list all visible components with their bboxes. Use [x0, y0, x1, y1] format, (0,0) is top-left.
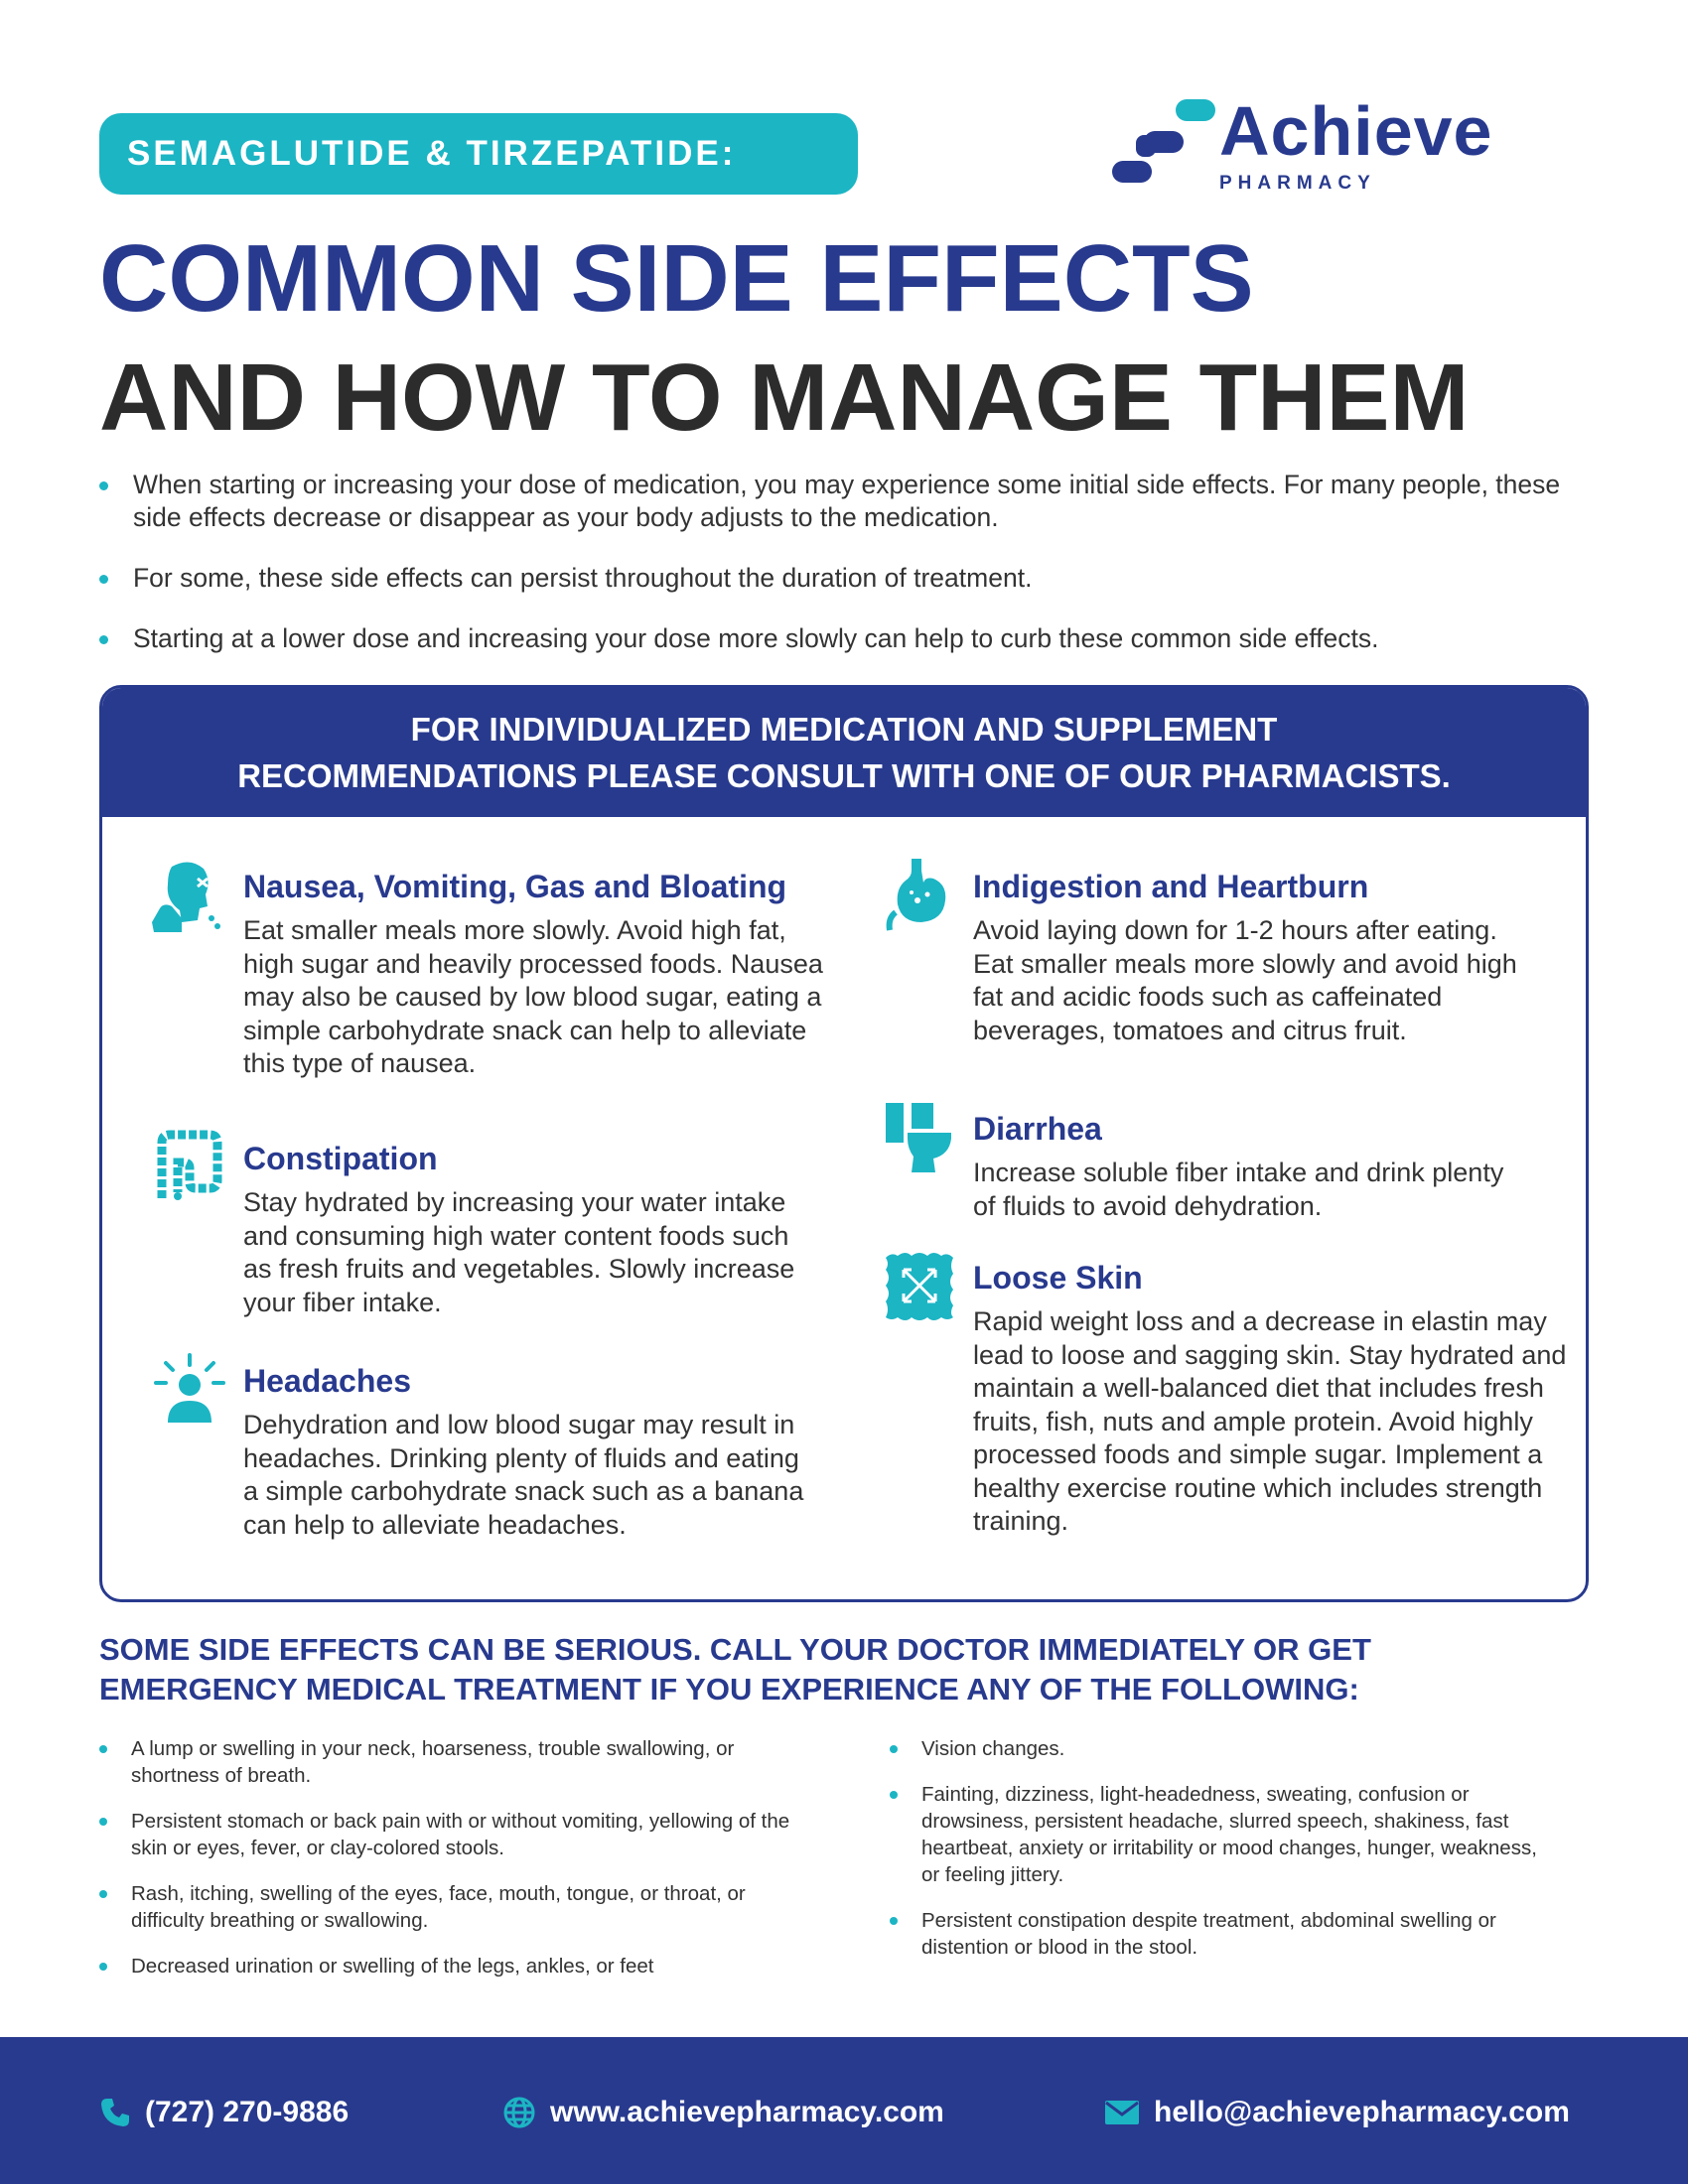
- intestine-icon: [157, 1130, 222, 1200]
- panel-heading-line1: FOR INDIVIDUALIZED MEDICATION AND SUPPLE…: [410, 711, 1278, 748]
- effect-title: Diarrhea: [973, 1111, 1102, 1147]
- effect-title: Nausea, Vomiting, Gas and Bloating: [243, 869, 787, 904]
- effect-title: Indigestion and Heartburn: [973, 869, 1369, 904]
- skin-stretch-icon: [886, 1253, 953, 1320]
- list-item: When starting or increasing your dose of…: [97, 469, 1607, 534]
- effect-text: Avoid laying down for 1-2 hours after ea…: [973, 915, 1517, 1045]
- effect-text: Dehydration and low blood sugar may resu…: [243, 1410, 804, 1540]
- effect-title: Constipation: [243, 1141, 438, 1176]
- footer-website[interactable]: www.achievepharmacy.com: [502, 2093, 944, 2132]
- serious-list-left: A lump or swelling in your neck, hoarsen…: [97, 1735, 792, 1998]
- website-link[interactable]: www.achievepharmacy.com: [550, 2096, 944, 2128]
- list-item: Decreased urination or swelling of the l…: [97, 1953, 792, 1979]
- list-item: Rash, itching, swelling of the eyes, fac…: [97, 1880, 792, 1934]
- header-pill: SEMAGLUTIDE & TIRZEPATIDE:: [99, 113, 858, 195]
- effect-text: Eat smaller meals more slowly. Avoid hig…: [243, 915, 823, 1078]
- serious-heading-line1: SOME SIDE EFFECTS CAN BE SERIOUS. CALL Y…: [99, 1632, 1371, 1667]
- effect-title: Headaches: [243, 1363, 411, 1399]
- side-effects-panel: FOR INDIVIDUALIZED MEDICATION AND SUPPLE…: [99, 685, 1589, 1602]
- footer-phone[interactable]: (727) 270-9886: [99, 2093, 349, 2132]
- brand-name: Achieve: [1219, 92, 1493, 170]
- headache-person-icon: [154, 1353, 225, 1423]
- serious-warning-heading: SOME SIDE EFFECTS CAN BE SERIOUS. CALL Y…: [99, 1630, 1371, 1709]
- list-item: A lump or swelling in your neck, hoarsen…: [97, 1735, 792, 1789]
- globe-icon: [503, 2097, 535, 2128]
- phone-number[interactable]: (727) 270-9886: [145, 2096, 350, 2128]
- list-item: Fainting, dizziness, light-headedness, s…: [888, 1781, 1543, 1888]
- serious-heading-line2: EMERGENCY MEDICAL TREATMENT IF YOU EXPER…: [99, 1672, 1359, 1706]
- effect-text: Stay hydrated by increasing your water i…: [243, 1187, 795, 1317]
- page-title-line2: AND HOW TO MANAGE THEM: [99, 344, 1470, 451]
- list-item: Starting at a lower dose and increasing …: [97, 622, 1607, 655]
- pill-text: SEMAGLUTIDE & TIRZEPATIDE:: [127, 134, 737, 173]
- list-item: Persistent stomach or back pain with or …: [97, 1808, 792, 1861]
- panel-heading-line2: RECOMMENDATIONS PLEASE CONSULT WITH ONE …: [237, 757, 1451, 794]
- logo-mark-icon: [1112, 99, 1215, 183]
- list-item: Vision changes.: [888, 1735, 1543, 1762]
- serious-list-right: Vision changes. Fainting, dizziness, lig…: [888, 1735, 1543, 1979]
- email-link[interactable]: hello@achievepharmacy.com: [1154, 2096, 1570, 2128]
- stomach-icon: [886, 859, 946, 931]
- footer: (727) 270-9886 www.achievepharmacy.com h…: [0, 2037, 1688, 2184]
- effect-title: Loose Skin: [973, 1260, 1143, 1296]
- list-item: For some, these side effects can persist…: [97, 562, 1607, 595]
- brand-subtitle: PHARMACY: [1219, 173, 1376, 194]
- mail-icon: [1105, 2101, 1139, 2124]
- page-title-line1: COMMON SIDE EFFECTS: [99, 225, 1254, 332]
- list-item: Persistent constipation despite treatmen…: [888, 1907, 1543, 1961]
- effect-text: Increase soluble fiber intake and drink …: [973, 1158, 1504, 1221]
- nausea-face-icon: [152, 862, 220, 932]
- brand-logo[interactable]: Achieve PHARMACY: [1110, 92, 1597, 195]
- effect-text: Rapid weight loss and a decrease in elas…: [973, 1306, 1567, 1536]
- intro-list: When starting or increasing your dose of…: [97, 469, 1607, 683]
- toilet-icon: [886, 1103, 951, 1172]
- footer-email[interactable]: hello@achievepharmacy.com: [1104, 2093, 1570, 2132]
- panel-heading: FOR INDIVIDUALIZED MEDICATION AND SUPPLE…: [102, 688, 1586, 817]
- phone-icon: [101, 2099, 129, 2126]
